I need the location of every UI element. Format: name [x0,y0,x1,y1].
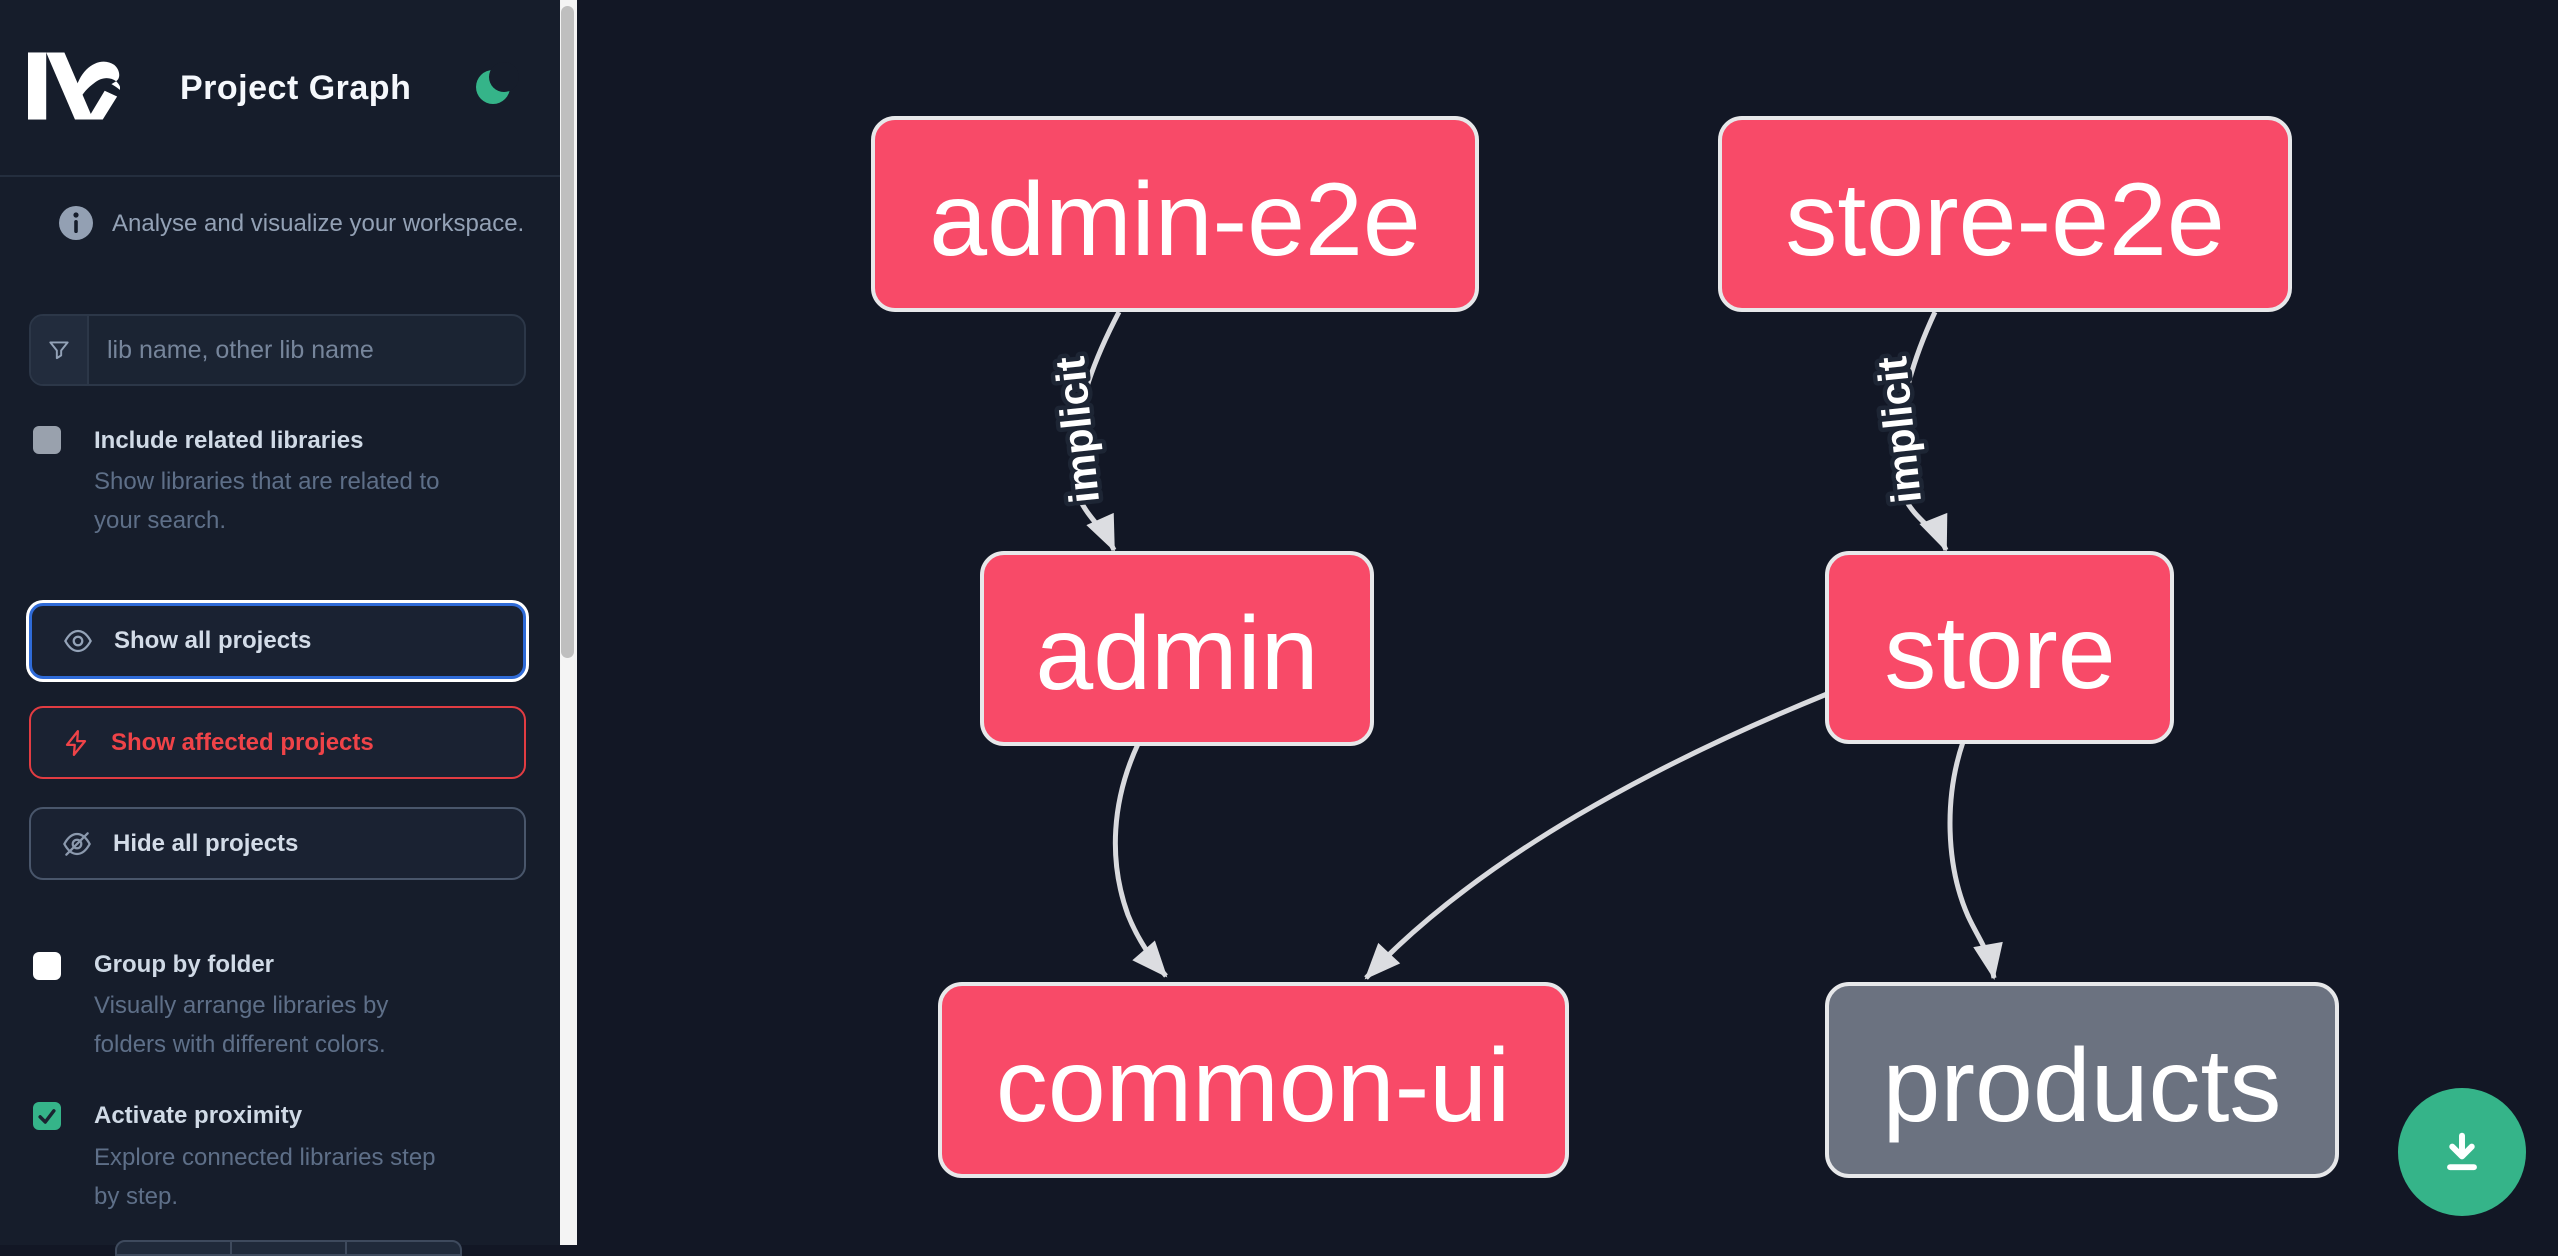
node-label: admin-e2e [929,162,1420,278]
include-related-checkbox[interactable] [33,426,61,454]
search-box [29,314,526,386]
activate-proximity-label: Activate proximity [94,1102,303,1129]
check-icon [38,1109,56,1124]
graph-node-products[interactable]: products [1825,982,2339,1178]
node-label: store-e2e [1785,162,2224,278]
edge-store-e2e-store [1896,310,1949,552]
eye-off-icon [63,831,91,856]
search-input[interactable] [89,316,524,384]
node-label: products [1883,1028,2282,1144]
filter-icon [31,316,89,384]
graph-nodes: admin-e2e store-e2e admin store common-u… [871,116,2339,1178]
include-related-label: Include related libraries [94,427,364,454]
hide-all-projects-button[interactable]: Hide all projects [29,807,526,880]
bolt-icon [65,729,87,756]
eye-icon [64,629,92,653]
activate-proximity-checkbox[interactable] [33,1102,61,1130]
node-label: store [1884,595,2115,711]
edge-store-common-ui [1364,691,1828,980]
download-image-button[interactable] [2398,1088,2526,1216]
graph-edges [1071,310,2003,980]
header-divider [0,175,560,177]
sidebar: Project Graph Analyse and visualize your… [0,0,562,1256]
edge-label-implicit: implicit [1868,354,1930,505]
graph-node-common-ui[interactable]: common-ui [938,982,1569,1178]
edge-label-implicit: implicit [1046,354,1108,505]
activate-proximity-description: Explore connected libraries step by step… [94,1144,436,1210]
proximity-stepper-partial[interactable] [115,1240,462,1256]
graph-node-admin-e2e[interactable]: admin-e2e [871,116,1479,312]
show-all-projects-label: Show all projects [114,627,312,654]
edge-admin-common-ui [1112,742,1168,978]
show-all-projects-button[interactable]: Show all projects [29,603,526,679]
node-label: common-ui [996,1028,1510,1144]
dark-mode-toggle[interactable] [476,62,519,104]
tagline-text: Analyse and visualize your workspace. [112,210,525,237]
group-by-folder-label: Group by folder [94,951,274,978]
node-label: admin [1035,596,1318,712]
hide-all-projects-label: Hide all projects [113,829,299,857]
graph-node-admin[interactable]: admin [980,551,1374,746]
include-related-description: Show libraries that are related to your … [94,468,440,534]
edge-admin-e2e-admin [1071,310,1122,552]
edge-store-products [1947,741,2003,980]
sidebar-scrollbar-thumb[interactable] [561,6,574,658]
nx-logo-icon [28,52,120,120]
graph-node-store-e2e[interactable]: store-e2e [1718,116,2292,312]
show-affected-projects-button[interactable]: Show affected projects [29,706,526,779]
graph-node-store[interactable]: store [1825,551,2174,744]
page-title: Project Graph [180,69,412,107]
show-affected-projects-label: Show affected projects [111,728,374,756]
sidebar-scrollbar-track[interactable] [560,0,577,1245]
group-by-folder-description: Visually arrange libraries by folders wi… [94,992,389,1058]
info-icon [59,206,93,240]
download-icon [2447,1132,2477,1171]
group-by-folder-checkbox[interactable] [33,952,61,980]
